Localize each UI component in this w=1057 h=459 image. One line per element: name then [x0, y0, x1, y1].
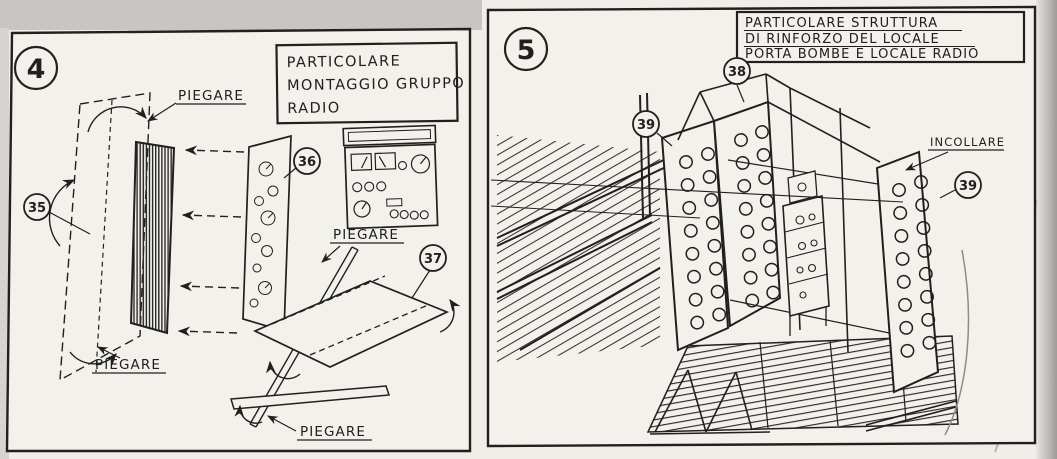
part-39-right-number-circle	[954, 171, 982, 199]
part-35-folded-flap	[129, 140, 176, 335]
paper-wrinkle-line	[944, 249, 970, 436]
panel5-title-line2: DI RINFORZO DEL LOCALE	[745, 32, 940, 47]
part-39-right-number: 39	[959, 179, 977, 194]
fold-label-mid: PIEGARE	[321, 227, 404, 263]
panel4-number-circle	[13, 45, 59, 91]
bulkhead-left-perforated	[660, 119, 730, 352]
bulkhead-mid-perforated	[712, 100, 782, 328]
svg-text:PIEGARE: PIEGARE	[300, 424, 366, 440]
radio-cabinet	[782, 170, 830, 336]
part-39-left-number: 39	[637, 118, 655, 133]
part-36-number-circle	[293, 147, 321, 175]
panel4-number: 4	[27, 54, 46, 85]
panel4-title-line1: PARTICOLARE	[287, 54, 402, 72]
glue-label: INCOLLARE	[905, 135, 1005, 171]
part-38-number-circle	[723, 57, 751, 85]
fold-label-top: PIEGARE	[147, 88, 246, 122]
panel4-title-line2: MONTAGGIO GRUPPO	[287, 76, 465, 94]
part-36-number: 36	[298, 155, 316, 170]
panel5-title-line3: PORTA BOMBE E LOCALE RADIO	[745, 47, 980, 62]
panel5-number: 5	[517, 35, 536, 66]
floor-truss	[649, 369, 957, 435]
svg-text:PIEGARE: PIEGARE	[178, 88, 244, 104]
bulkhead-right-perforated	[875, 150, 940, 394]
panel5: 5 PARTICOLARE STRUTTURA DI RINFORZO DEL …	[490, 10, 1026, 436]
panel5-title-line1: PARTICOLARE STRUTTURA	[745, 16, 938, 31]
leader-lines	[490, 84, 970, 436]
part-37-number-circle	[419, 244, 447, 272]
panel4-title-line3: RADIO	[287, 100, 340, 117]
part-37-sheet-drawing	[230, 269, 461, 424]
part-38-number: 38	[728, 65, 746, 80]
part-35-number-circle	[23, 193, 51, 221]
fold-label-bottom: PIEGARE	[267, 415, 372, 441]
part-35-number: 35	[28, 201, 46, 216]
part-37-folded-strip	[230, 385, 391, 410]
fold-label-left: PIEGARE	[92, 346, 166, 374]
instrument-face-artwork	[342, 124, 439, 230]
panel4-title-box: PARTICOLARE MONTAGGIO GRUPPO RADIO	[275, 41, 465, 125]
panel5-title-box: PARTICOLARE STRUTTURA DI RINFORZO DEL LO…	[735, 10, 1026, 64]
panel4: 4 PARTICOLARE MONTAGGIO GRUPPO RADIO 35	[13, 41, 465, 441]
panel5-number-circle	[503, 26, 549, 72]
part-39-left-number-circle	[632, 110, 660, 138]
svg-text:PIEGARE: PIEGARE	[95, 357, 161, 373]
svg-text:PIEGARE: PIEGARE	[333, 227, 399, 243]
svg-text:INCOLLARE: INCOLLARE	[930, 135, 1005, 149]
part-37-number: 37	[424, 252, 442, 267]
assembly-arrows	[177, 145, 245, 337]
